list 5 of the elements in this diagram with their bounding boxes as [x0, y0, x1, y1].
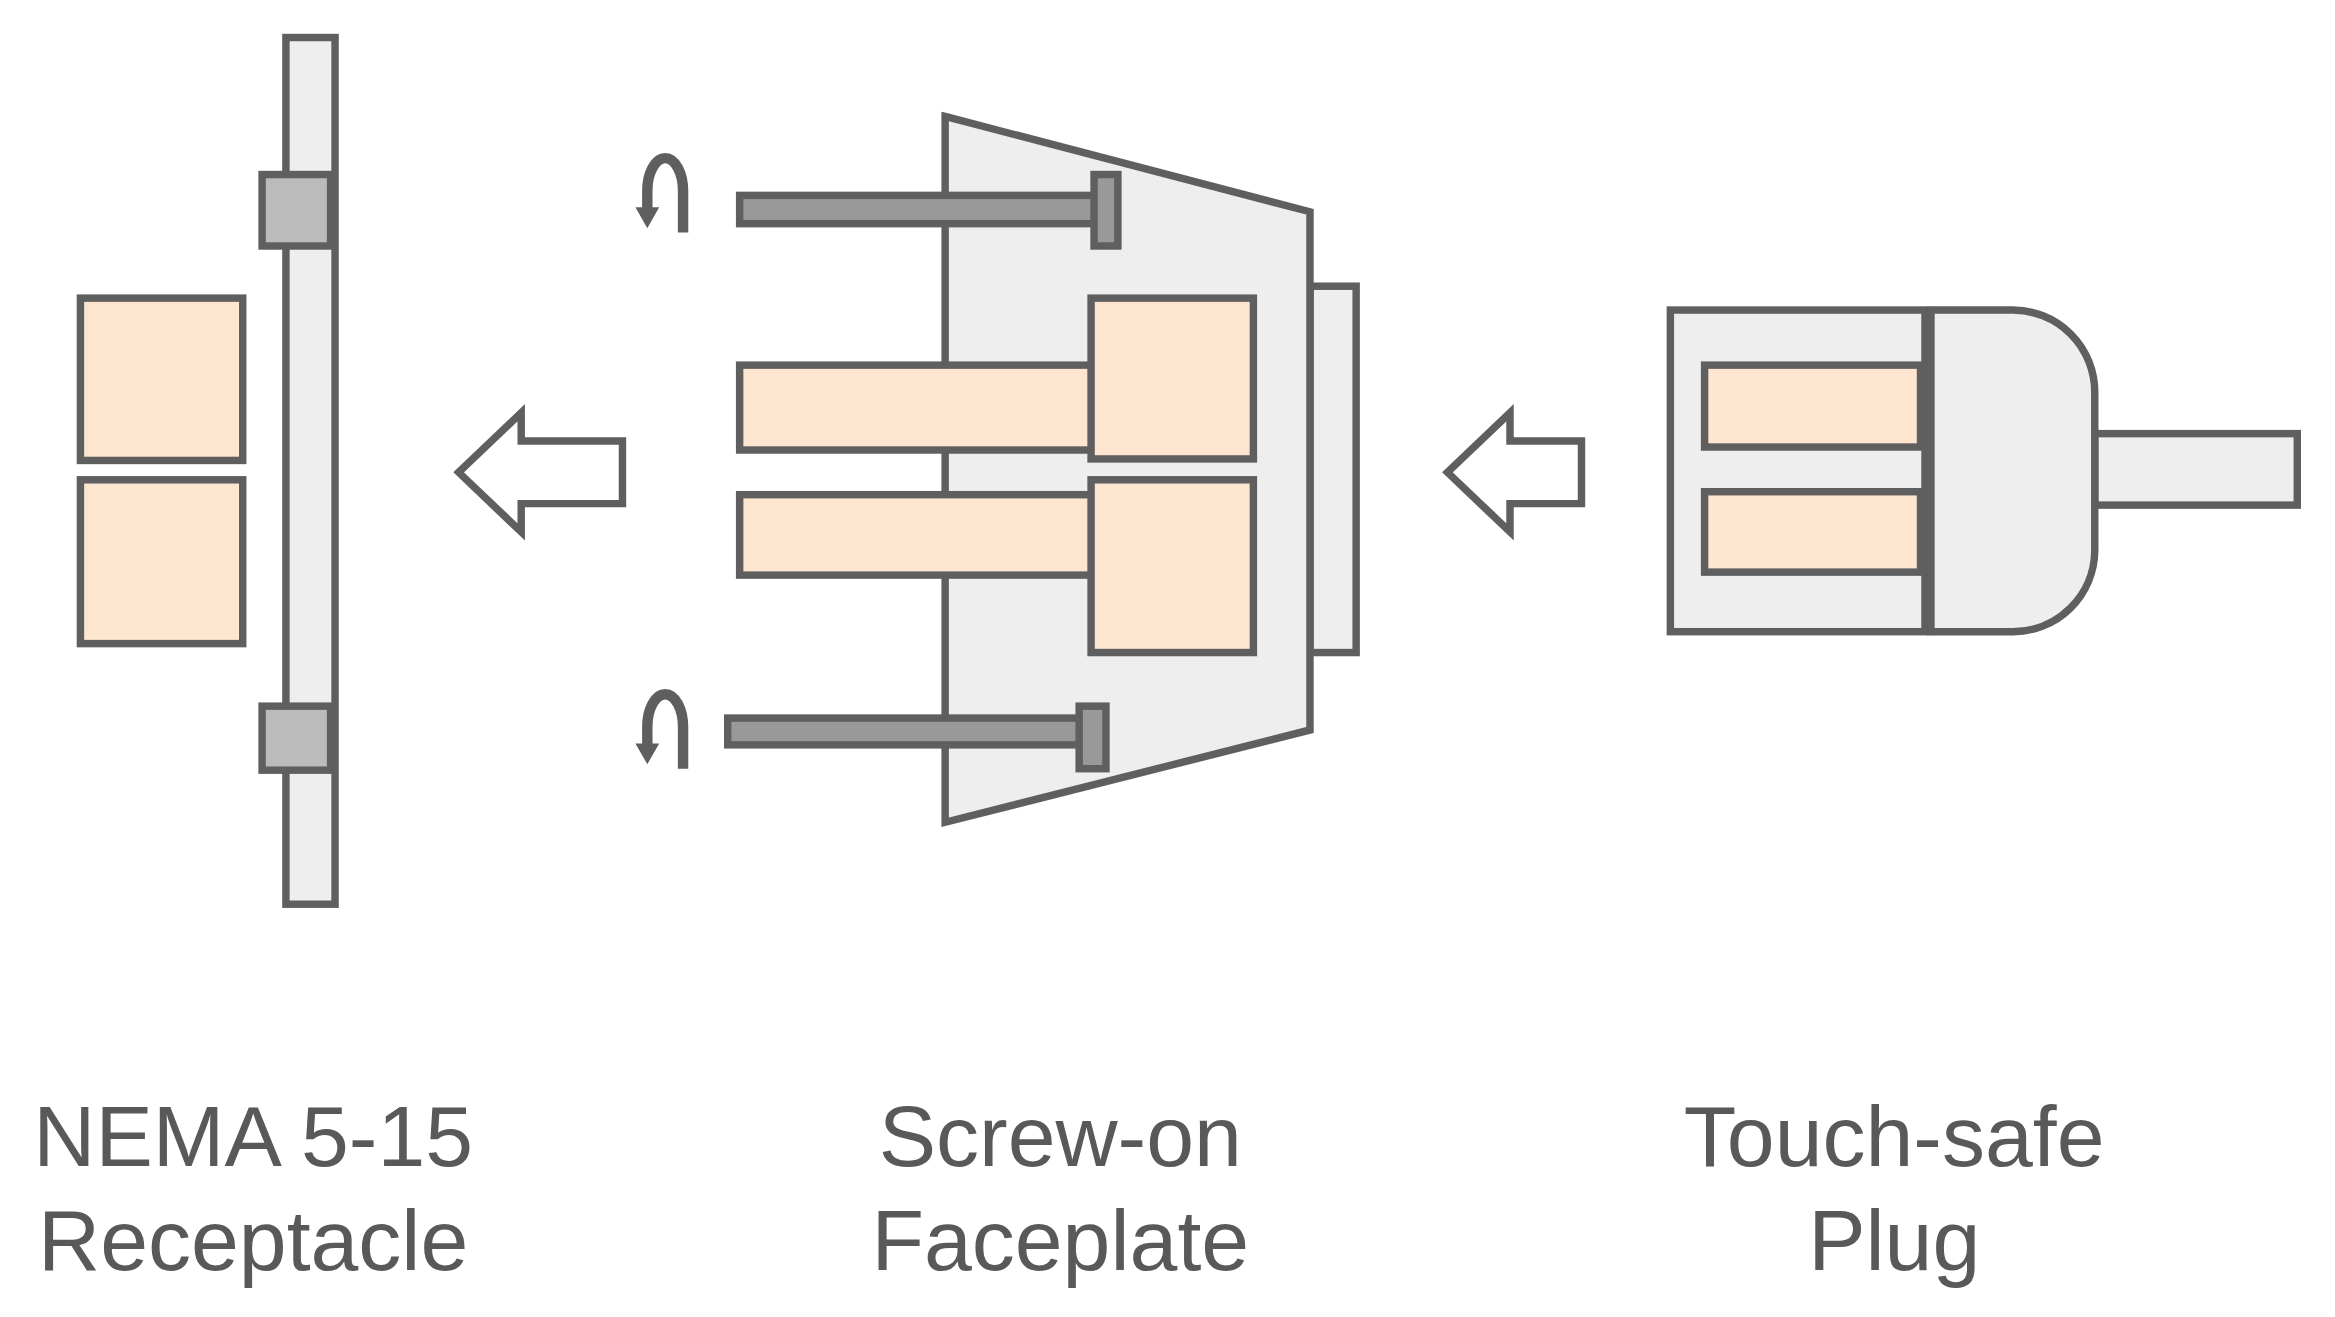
arrow	[1442, 404, 1586, 541]
part-label: NEMA 5-15 Receptacle	[32, 1087, 475, 1291]
part-label: Touch-safe Plug	[1682, 1087, 2106, 1291]
part-label: Screw-on Faceplate	[870, 1087, 1251, 1291]
arrow	[453, 404, 627, 541]
